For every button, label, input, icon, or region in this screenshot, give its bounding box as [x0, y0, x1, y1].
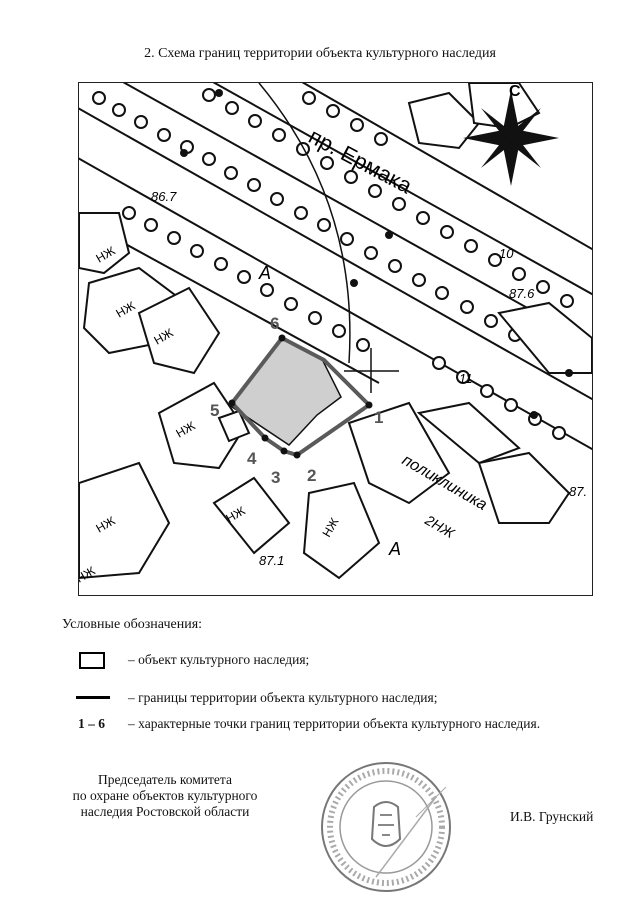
area-label: А — [388, 539, 401, 559]
svg-text:6: 6 — [270, 314, 279, 333]
boundary-map: С пр. Ермака 86.7 87.6 87.1 87. 10 11 А … — [78, 82, 593, 596]
legend-rect-symbol — [79, 652, 105, 669]
signatory-position: Председатель комитета по охране объектов… — [72, 772, 258, 819]
legend-line-symbol — [76, 696, 110, 699]
crosshair-marker — [344, 348, 399, 393]
legend-points-symbol: 1 – 6 — [78, 716, 105, 731]
elevation-label: 86.7 — [151, 189, 177, 204]
legend-heading: Условные обозначения: — [62, 617, 203, 632]
arc-line — [258, 83, 351, 364]
house-number: 10 — [499, 246, 514, 261]
boundary-point-labels: 1 2 3 4 5 6 — [210, 314, 383, 487]
official-seal — [321, 762, 451, 892]
buildings — [79, 83, 592, 580]
north-compass: С — [463, 83, 559, 186]
page-title: 2. Схема границ территории объекта культ… — [144, 46, 496, 61]
svg-text:3: 3 — [271, 468, 280, 487]
north-label: С — [509, 83, 521, 100]
svg-text:1: 1 — [374, 408, 383, 427]
signatory-name: И.В. Грунский — [510, 809, 594, 824]
territory-boundary — [229, 336, 373, 458]
tree-rows — [92, 88, 574, 440]
elevation-label: 87.1 — [259, 553, 284, 568]
legend-item-text: – границы территории объекта культурного… — [128, 690, 438, 705]
legend-item-text: – объект культурного наследия; — [128, 652, 310, 667]
polyclinic-sublabel: 2НЖ — [422, 511, 458, 541]
hydrant-marks — [180, 89, 573, 419]
svg-text:2: 2 — [307, 466, 316, 485]
svg-text:5: 5 — [210, 401, 219, 420]
svg-text:4: 4 — [247, 449, 257, 468]
elevation-label: 87.6 — [509, 286, 535, 301]
house-number: 11 — [459, 371, 473, 386]
boundary-points — [228, 334, 373, 459]
area-label: А — [258, 263, 271, 283]
elevation-label: 87. — [569, 484, 587, 499]
legend-item-text: – характерные точки границ территории об… — [128, 716, 541, 731]
